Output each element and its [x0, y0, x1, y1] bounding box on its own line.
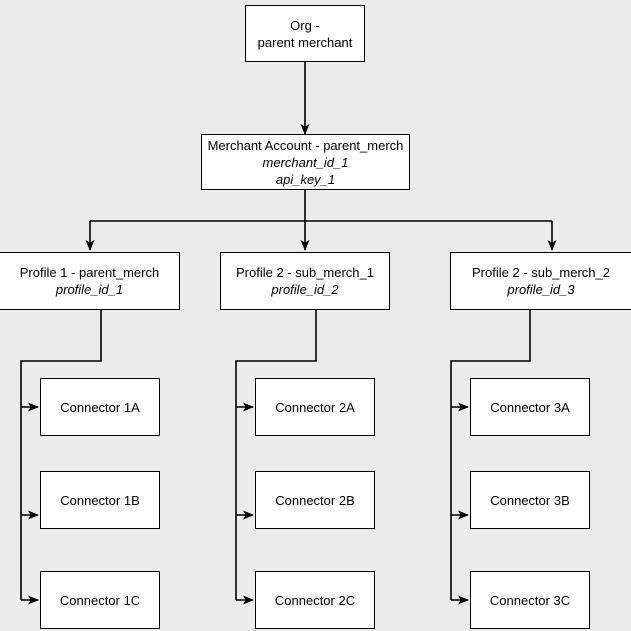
node-merchant-account-merchant-id: merchant_id_1 — [262, 154, 349, 170]
node-connector-1c[interactable]: Connector 1C — [40, 571, 160, 629]
node-profile-1-label: Profile 1 - parent_merch — [19, 265, 160, 280]
node-profile-1-profile-id: profile_id_1 — [55, 282, 124, 297]
node-connector-1b-label: Connector 1B — [60, 492, 140, 508]
node-connector-1c-label: Connector 1C — [59, 592, 141, 608]
node-connector-2b[interactable]: Connector 2B — [255, 471, 375, 529]
node-connector-1b[interactable]: Connector 1B — [40, 471, 160, 529]
node-org[interactable]: Org - parent merchant — [245, 5, 365, 62]
node-merchant-account[interactable]: Merchant Account - parent_merch merchant… — [201, 134, 410, 190]
node-connector-2a[interactable]: Connector 2A — [255, 378, 375, 436]
node-profile-2-profile-id: profile_id_2 — [271, 282, 339, 297]
node-connector-3b[interactable]: Connector 3B — [470, 471, 590, 529]
node-profile-2[interactable]: Profile 2 - sub_merch_1 profile_id_2 — [220, 252, 390, 310]
node-connector-3b-label: Connector 3B — [490, 492, 570, 508]
node-merchant-account-label: Merchant Account - parent_merch — [207, 137, 404, 153]
node-connector-2a-label: Connector 2A — [275, 399, 355, 415]
node-profile-3-profile-id: profile_id_3 — [507, 282, 575, 297]
node-profile-1[interactable]: Profile 1 - parent_merch profile_id_1 — [0, 252, 180, 310]
edge-profile-2-trunk — [235, 310, 317, 605]
node-profile-3-label: Profile 2 - sub_merch_2 — [471, 265, 610, 280]
node-connector-2c-label: Connector 2C — [274, 592, 356, 608]
node-connector-3a[interactable]: Connector 3A — [470, 378, 590, 436]
node-merchant-account-api-key: api_key_1 — [275, 171, 336, 187]
node-connector-2b-label: Connector 2B — [275, 492, 355, 508]
node-connector-2c[interactable]: Connector 2C — [255, 571, 375, 629]
node-profile-2-label: Profile 2 - sub_merch_1 — [235, 265, 374, 280]
edge-merchant-account-to-bus — [90, 190, 552, 222]
edge-profile-1-trunk — [20, 310, 102, 605]
node-connector-1a-label: Connector 1A — [60, 399, 140, 415]
node-connector-3c[interactable]: Connector 3C — [470, 571, 590, 629]
node-connector-3c-label: Connector 3C — [489, 592, 571, 608]
node-connector-3a-label: Connector 3A — [490, 399, 570, 415]
node-profile-3[interactable]: Profile 2 - sub_merch_2 profile_id_3 — [450, 252, 631, 310]
node-org-label: Org - parent merchant — [257, 17, 353, 50]
edge-profile-3-trunk — [450, 310, 531, 605]
node-connector-1a[interactable]: Connector 1A — [40, 378, 160, 436]
